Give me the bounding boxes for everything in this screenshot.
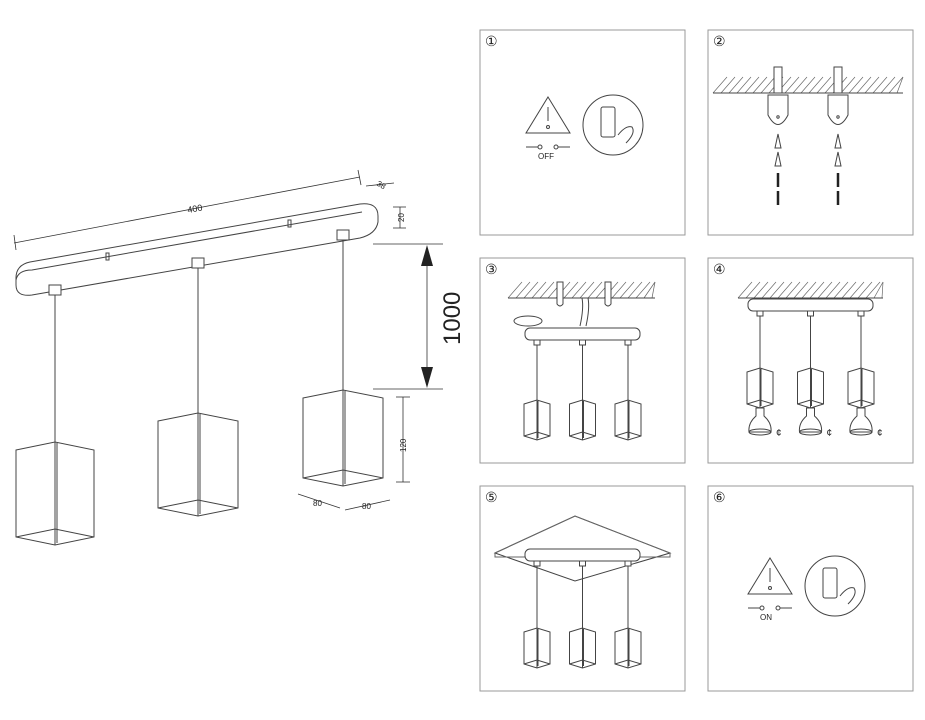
rotate-icon: ¢ (776, 428, 782, 439)
canopy-bar (15, 203, 379, 296)
anchor-icon (774, 151, 782, 167)
dim-shade-height-label: 120 (399, 438, 408, 452)
socket (857, 310, 865, 317)
socket (579, 560, 586, 567)
product-drawing: 400 38 20 1000 120 80 80 (13, 169, 466, 511)
pendant (847, 310, 875, 409)
hand-switch-icon (582, 94, 644, 156)
pendant (15, 284, 95, 546)
step-panels: ① OFF ② ③ ④ ¢ ¢ ¢ ⑤ ⑥ ON (479, 29, 914, 692)
step-panel-2: ② (707, 29, 914, 236)
bracket (604, 281, 612, 307)
socket (624, 560, 632, 567)
socket (807, 310, 814, 317)
mounting-bracket (827, 94, 849, 125)
dim-shade-width-a: 80 (313, 499, 322, 508)
step-number: ① (485, 33, 498, 49)
shade-bottom (157, 499, 239, 509)
shade-bottom (302, 469, 384, 479)
pendant (523, 339, 551, 441)
step-number: ⑥ (713, 489, 726, 505)
shade-bottom (847, 399, 875, 405)
dim-height-label: 20 (397, 213, 406, 222)
socket (191, 257, 205, 269)
pendants (15, 229, 384, 546)
pendant (569, 339, 596, 441)
shade-bottom (614, 659, 642, 665)
dim-cable-label: 1000 (439, 292, 466, 345)
shade-bottom (15, 528, 95, 538)
panel-frame (707, 485, 914, 692)
switch-label: ON (760, 613, 772, 622)
socket (336, 229, 350, 241)
pendant (797, 310, 824, 409)
dim-length-label: 400 (187, 203, 204, 215)
pendant (569, 560, 596, 669)
panel-frame (479, 29, 686, 236)
panel-frame (707, 29, 914, 236)
step-panel-3: ③ (479, 257, 686, 464)
canopy-bar (747, 298, 874, 312)
socket (624, 339, 632, 346)
wires (579, 297, 590, 327)
warning-triangle-icon (525, 96, 571, 134)
wall-plug (833, 66, 843, 94)
socket (533, 339, 541, 346)
anchor-icon (834, 133, 842, 149)
socket (579, 339, 586, 346)
terminal-block-icon (513, 315, 543, 327)
dim-width-label: 38 (375, 179, 388, 192)
step-number: ② (713, 33, 726, 49)
step-panel-6: ⑥ ON (707, 485, 914, 692)
hand-switch-icon (804, 555, 866, 617)
step-number: ④ (713, 261, 726, 277)
shade-bottom (569, 659, 596, 665)
pendant (302, 229, 384, 487)
canopy-slot (105, 252, 110, 261)
wall-plug (773, 66, 783, 94)
canopy-edge (15, 211, 363, 281)
dim-line-length (13, 176, 361, 244)
pendant (614, 560, 642, 669)
rotate-icon: ¢ (877, 428, 883, 439)
socket (756, 310, 764, 317)
ceiling (508, 282, 655, 298)
arrow-up-icon (421, 245, 433, 266)
bracket (556, 281, 564, 307)
shade-bottom (797, 399, 824, 405)
step-panel-1: ① OFF (479, 29, 686, 236)
ceiling (738, 282, 883, 298)
rotate-icon: ¢ (827, 428, 833, 439)
shade-bottom (523, 431, 551, 437)
ceiling-plane-edge (494, 515, 671, 558)
shade-bottom (746, 399, 774, 405)
canopy-bar (524, 327, 641, 341)
switch-label: OFF (538, 152, 554, 161)
socket (48, 284, 62, 296)
dim-shade-width-b: 80 (362, 502, 371, 511)
pendant (523, 560, 551, 669)
canopy-slot (287, 219, 292, 228)
shade-bottom (569, 431, 596, 437)
shade-bottom (523, 659, 551, 665)
step-number: ③ (485, 261, 498, 277)
pendant (157, 257, 239, 517)
shade-bottom (614, 431, 642, 437)
warning-triangle-icon (747, 557, 793, 595)
anchor-icon (834, 151, 842, 167)
step-panel-4: ④ ¢ ¢ ¢ (707, 257, 914, 464)
arrow-down-icon (421, 367, 433, 388)
canopy-bar (524, 548, 641, 562)
mounting-bracket (767, 94, 789, 125)
pendant (746, 310, 774, 409)
step-number: ⑤ (485, 489, 498, 505)
anchor-icon (774, 133, 782, 149)
socket (533, 560, 541, 567)
pendant (614, 339, 642, 441)
step-panel-5: ⑤ (479, 485, 686, 692)
